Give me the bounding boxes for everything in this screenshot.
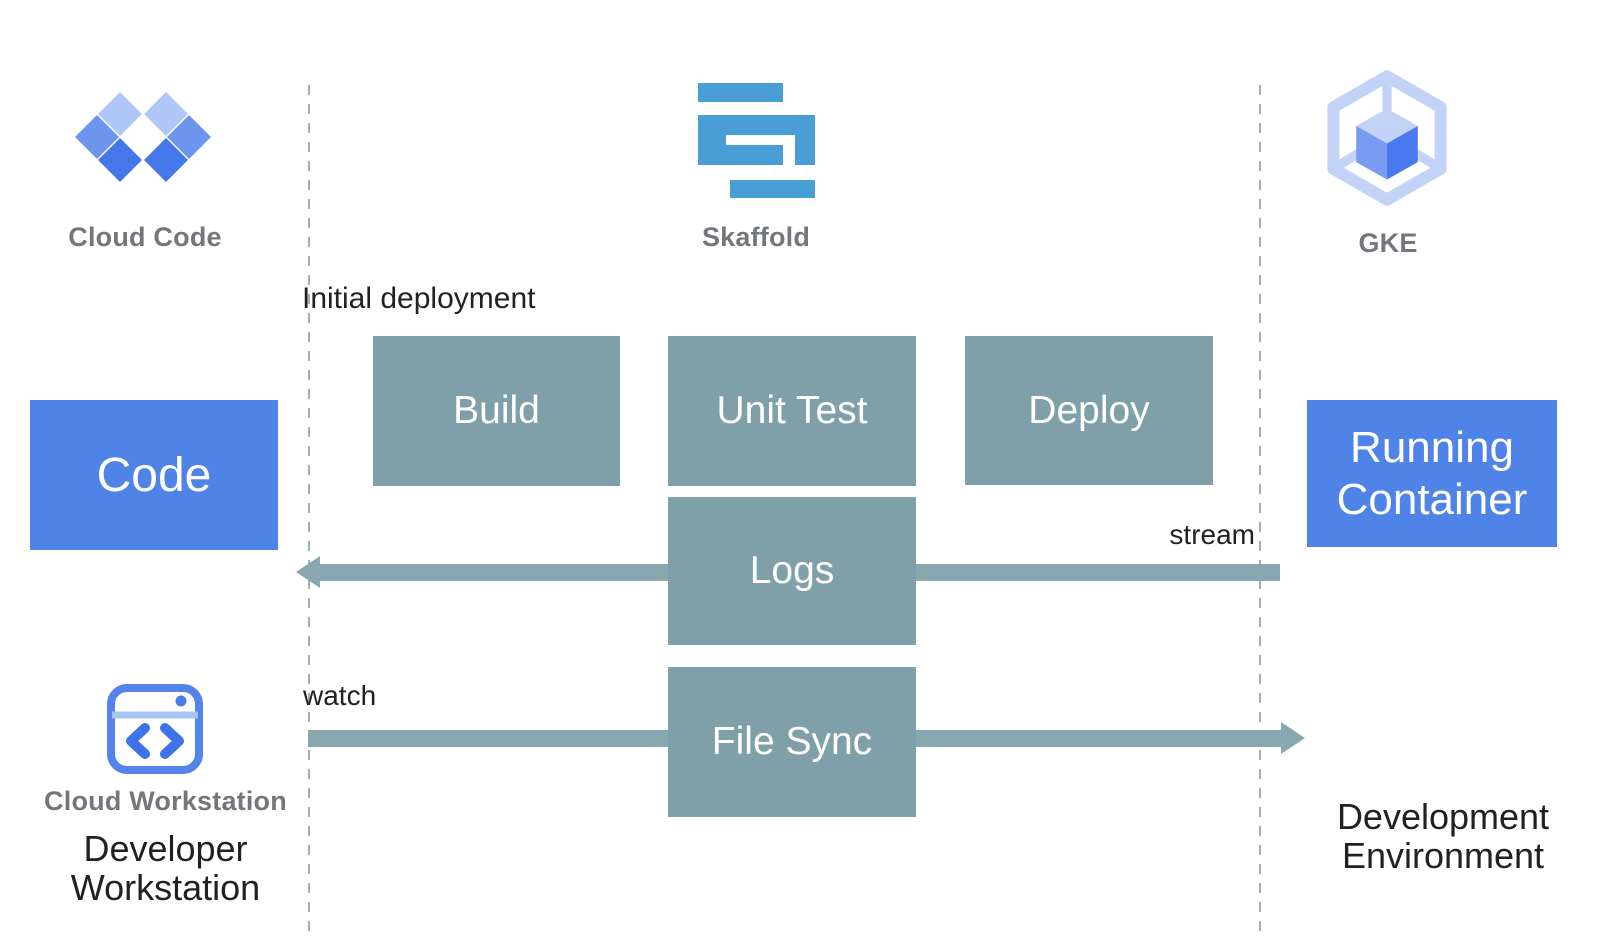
unit-test-box: Unit Test bbox=[668, 336, 916, 486]
logs-stream-arrowhead-icon bbox=[296, 556, 320, 588]
gke-label: GKE bbox=[1358, 228, 1418, 258]
initial-deployment-label: Initial deployment bbox=[302, 282, 536, 315]
development-environment-label: Development Environment bbox=[1336, 796, 1550, 876]
left-dashed-separator bbox=[308, 85, 310, 935]
watch-label: watch bbox=[303, 680, 377, 711]
code-box: Code bbox=[30, 400, 278, 550]
deploy-box: Deploy bbox=[965, 336, 1213, 485]
cloud-code-icon bbox=[75, 92, 211, 182]
skaffold-label: Skaffold bbox=[701, 222, 811, 252]
logs-box: Logs bbox=[668, 497, 916, 645]
file-sync-box: File Sync bbox=[668, 667, 916, 817]
file-sync-watch-arrowhead-icon bbox=[1281, 722, 1305, 754]
running-container-box: Running Container bbox=[1307, 400, 1557, 547]
right-dashed-separator bbox=[1259, 85, 1261, 935]
build-box: Build bbox=[373, 336, 620, 486]
gke-icon bbox=[1327, 70, 1447, 206]
developer-workstation-label: Developer Workstation bbox=[70, 828, 261, 908]
stream-label: stream bbox=[1169, 519, 1255, 550]
cloud-workstation-label: Cloud Workstation bbox=[44, 786, 287, 816]
skaffold-icon bbox=[698, 83, 815, 198]
cloud-workstation-icon bbox=[107, 684, 203, 774]
cloud-code-label: Cloud Code bbox=[68, 222, 222, 252]
